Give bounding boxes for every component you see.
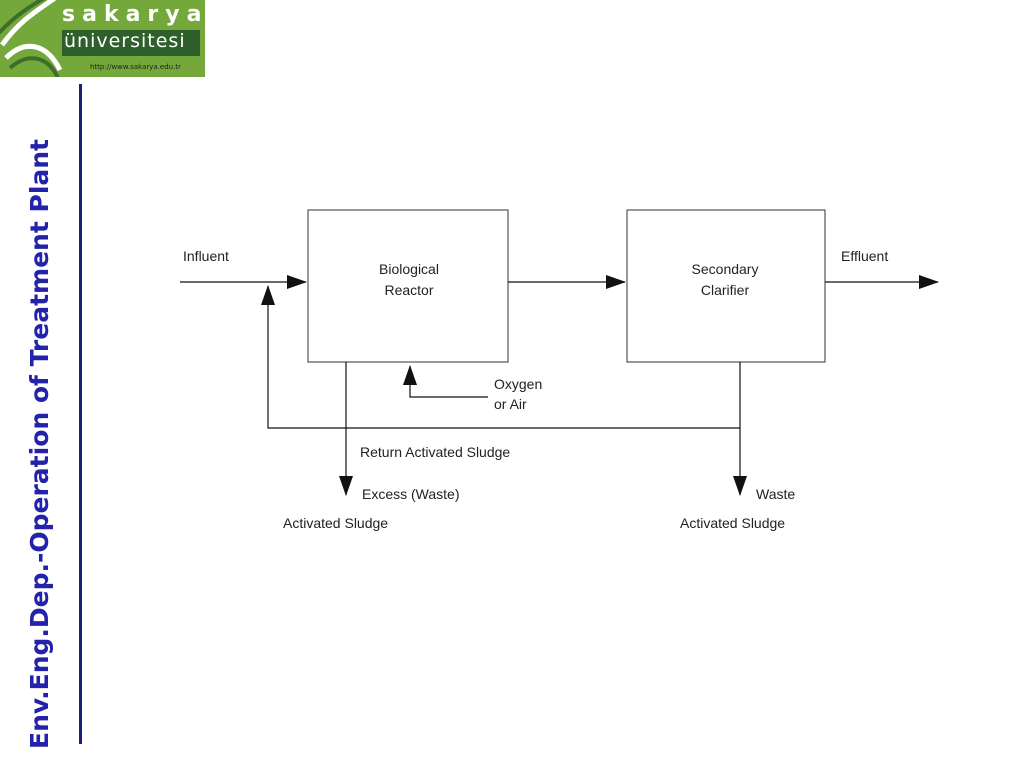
side-rule: [79, 84, 82, 744]
influent-label: Influent: [183, 248, 229, 264]
secondary-clarifier-box: [626, 209, 826, 363]
waste-sludge-label-line1: Waste: [756, 486, 795, 502]
logo-subtitle: üniversitesi: [64, 30, 186, 52]
return-sludge-line: [261, 285, 741, 429]
clarifier-label-line2: Clarifier: [701, 282, 750, 298]
oxygen-label-line1: Oxygen: [494, 376, 542, 392]
logo-swoosh-icon: [0, 0, 63, 77]
oxygen-label-line2: or Air: [494, 396, 527, 412]
clarifier-label-line1: Secondary: [692, 261, 759, 277]
reactor-label-line1: Biological: [379, 261, 439, 277]
waste-sludge-label-line2: Activated Sludge: [680, 515, 785, 531]
return-sludge-label: Return Activated Sludge: [360, 444, 510, 460]
biological-reactor-box: [307, 209, 509, 363]
oxygen-line: [403, 365, 488, 398]
logo-subtitle-band: üniversitesi: [62, 30, 200, 56]
logo-name: sakarya: [62, 2, 205, 27]
excess-sludge-label-line1: Excess (Waste): [362, 486, 460, 502]
effluent-label: Effluent: [841, 248, 888, 264]
university-logo: sakarya üniversitesi http://www.sakarya.…: [0, 0, 205, 77]
excess-sludge-label-line2: Activated Sludge: [283, 515, 388, 531]
logo-url: http://www.sakarya.edu.tr: [90, 63, 181, 71]
reactor-label-line2: Reactor: [384, 282, 433, 298]
